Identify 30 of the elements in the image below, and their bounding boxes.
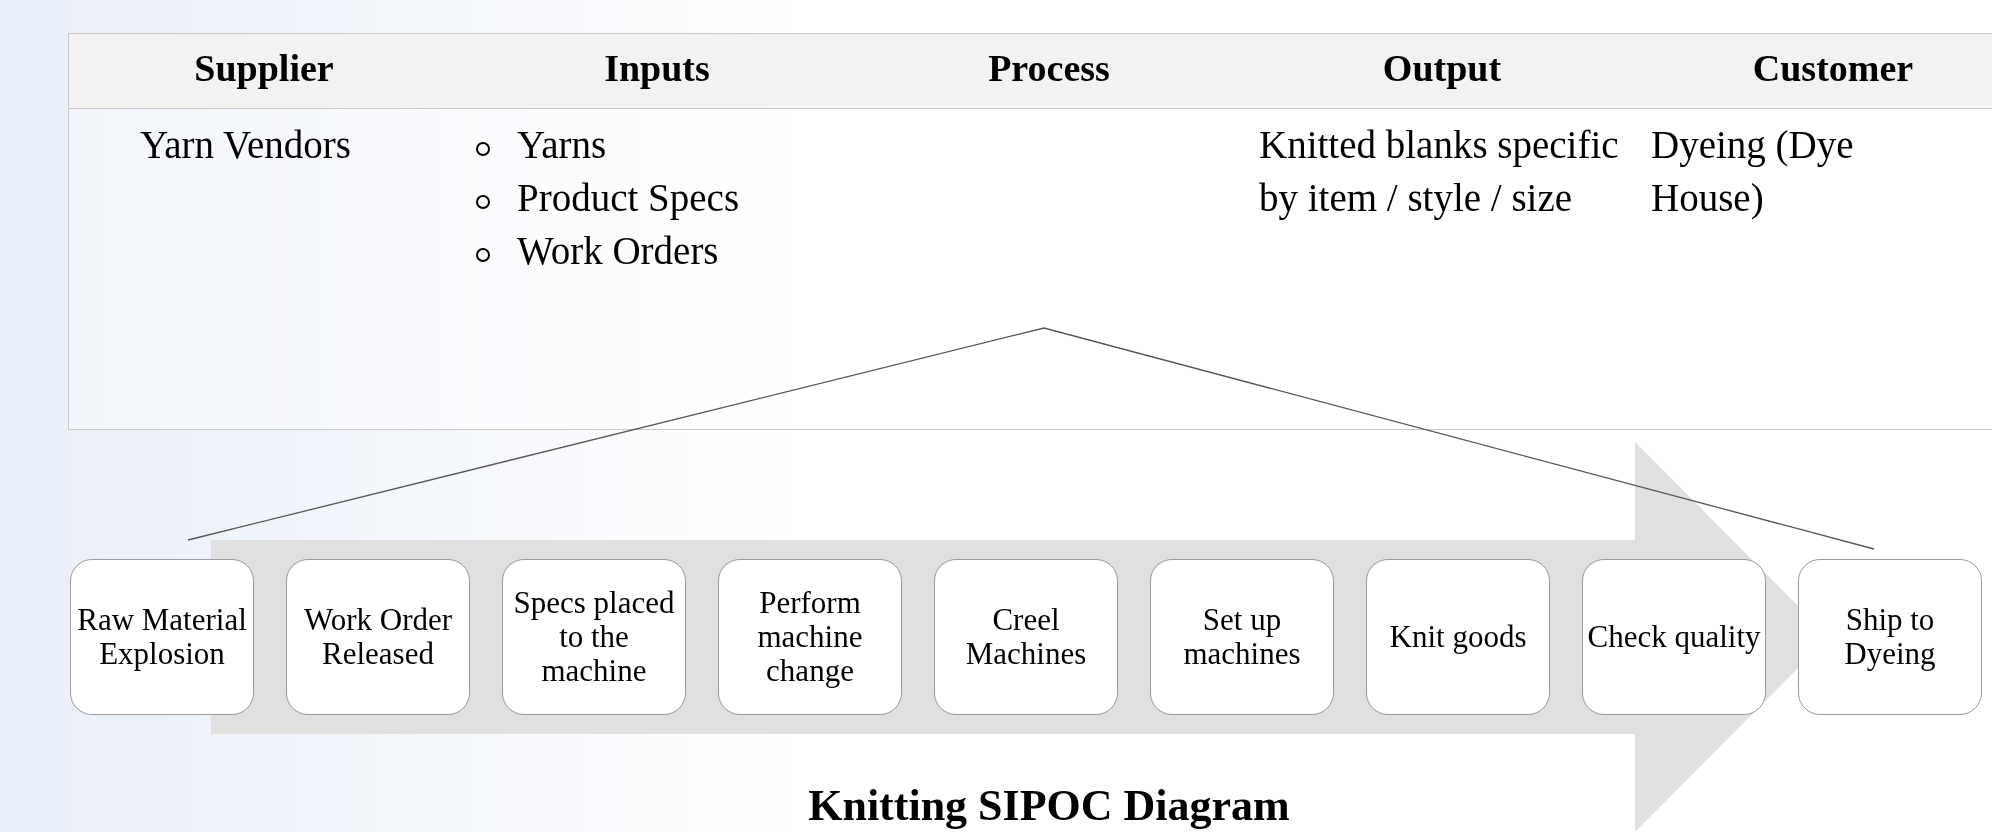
step-text: Knit goods	[1389, 620, 1527, 654]
list-item: Product Specs	[517, 175, 740, 222]
step-text: Check quality	[1587, 620, 1761, 654]
step-text: Set up machines	[1182, 603, 1302, 671]
column-header: Customer	[1751, 46, 1915, 90]
process-step-box	[502, 559, 686, 715]
column-header: Process	[987, 46, 1111, 90]
process-step-box	[286, 559, 470, 715]
process-step-box	[70, 559, 254, 715]
step-text: Work Order Released	[302, 603, 454, 671]
step-text: Perform machine change	[756, 586, 864, 688]
process-step-box	[1366, 559, 1550, 715]
process-step-box	[718, 559, 902, 715]
step-text: Raw Material Explosion	[76, 603, 248, 671]
diagram-caption: Knitting SIPOC Diagram	[807, 780, 1291, 831]
step-text: Ship to Dyeing	[1843, 603, 1937, 671]
cell-text: Yarn Vendors	[140, 122, 351, 168]
cell-text: Knitted blanks specific by item / style / size	[1259, 122, 1619, 222]
column-header: Output	[1381, 46, 1503, 90]
process-step-box	[1582, 559, 1766, 715]
cell-text: Dyeing (Dye House)	[1651, 122, 1855, 222]
step-text: Creel Machines	[964, 603, 1088, 671]
column-header: Supplier	[193, 46, 335, 90]
list-item: Yarns	[517, 122, 607, 168]
process-step-box	[1150, 559, 1334, 715]
column-header: Inputs	[603, 46, 711, 90]
step-text: Specs placed to the machine	[512, 586, 676, 688]
process-step-box	[1798, 559, 1982, 715]
process-step-box	[934, 559, 1118, 715]
list-item: Work Orders	[517, 228, 719, 274]
